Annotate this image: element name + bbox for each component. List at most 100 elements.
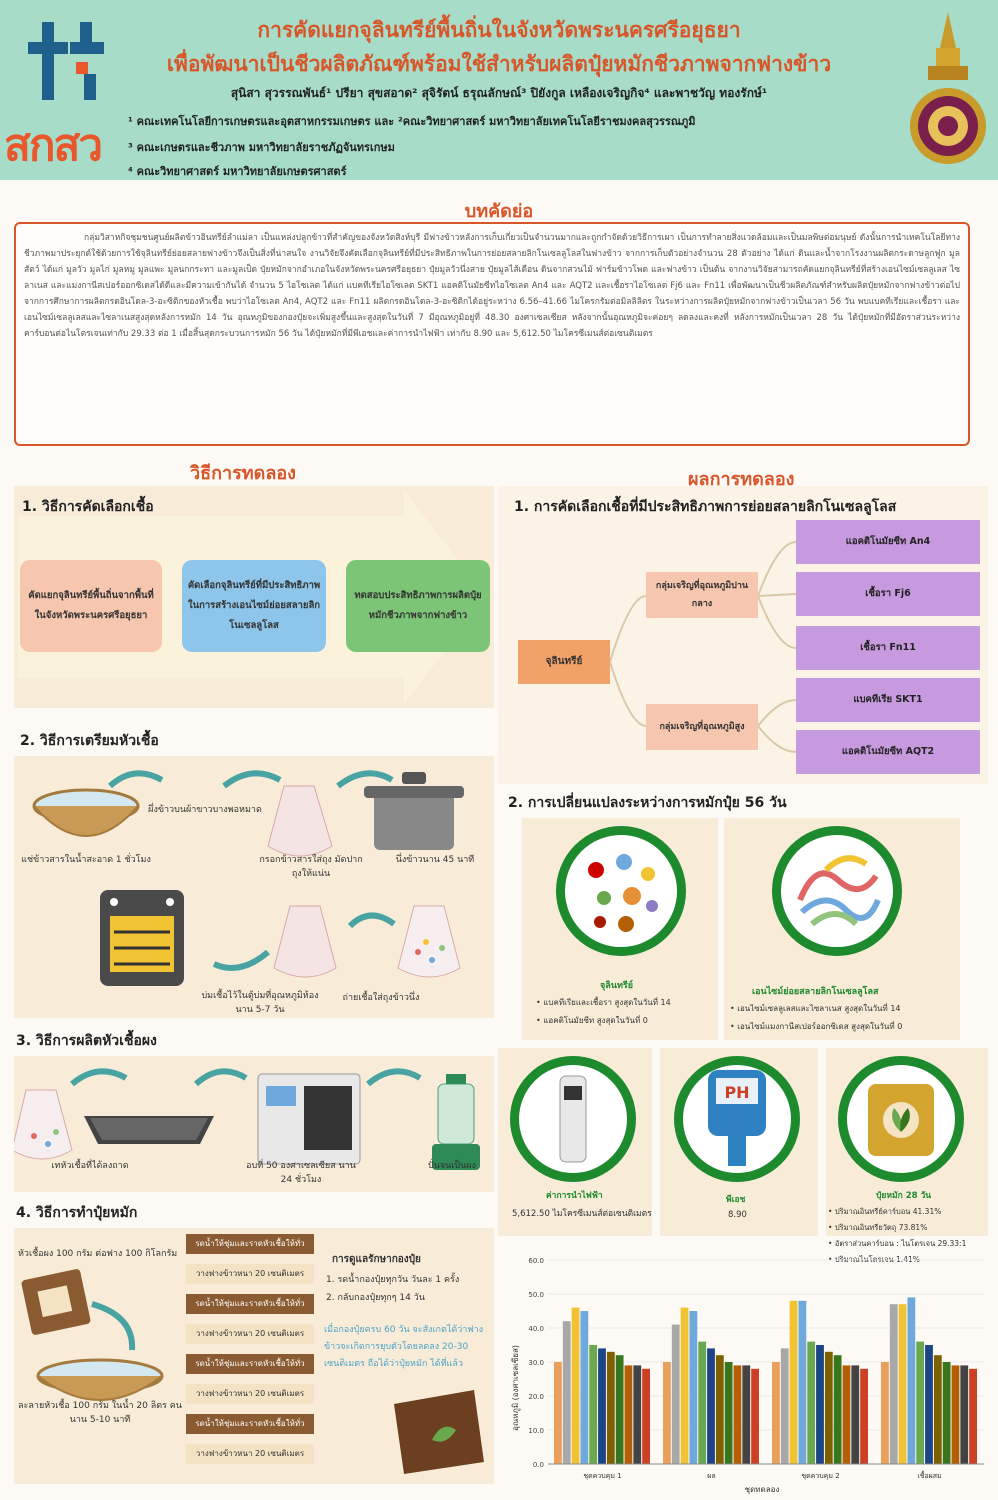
compost-layer: วางฟางข้าวหนา 20 เซนติเมตร <box>186 1384 314 1404</box>
chart-x-tick-label: เชื้อผสม <box>917 1469 941 1480</box>
inoculum-bag-icon <box>14 1089 73 1160</box>
ph-meter-icon: PH <box>708 1070 766 1166</box>
compost-layer: รดน้ำให้ชุ่มและราดหัวเชื้อให้ทั่ว <box>186 1234 314 1254</box>
arrow-icon <box>107 770 394 789</box>
compost-care-2: 2. กลับกองปุ๋ยทุกๆ 14 วัน <box>326 1293 425 1303</box>
method2-illustrations <box>32 770 464 986</box>
caption-incubate: บ่มเชื้อไว้ในตู้บ่มที่อุณหภูมิห้อง นาน 5… <box>201 991 319 1015</box>
ph-icon-text: PH <box>724 1083 749 1102</box>
caption-dissolve: ละลายหัวเชื้อ 100 กรัม ในน้ำ 20 ลิตร คนน… <box>18 1401 182 1425</box>
chart-x-tick-label: ชุดควบคุม 2 <box>801 1472 839 1480</box>
enzyme-bullet-1: • เอนไซม์เซลลูเลสและไซลาเนส สูงสุดในวันท… <box>730 1004 901 1013</box>
microbe-bullet-2-text: แอคติโนมัยซีท สูงสุดในวันที่ 0 <box>543 1016 648 1025</box>
caption-powder-ratio: หัวเชื้อผง 100 กรัม ต่อฟาง 100 กิโลกรัม <box>18 1249 178 1259</box>
chart-bar <box>969 1368 977 1464</box>
inoculated-bag-icon <box>273 905 461 978</box>
steamer-pot-icon <box>364 772 464 850</box>
microbe-bullet-2: • แอคติโนมัยซีท สูงสุดในวันที่ 0 <box>536 1016 648 1025</box>
chart-y-tick-label: 20.0 <box>528 1393 544 1401</box>
tree-leaf: แอคติโนมัยซีท AQT2 <box>796 730 980 774</box>
compost-care-title: การดูแลรักษากองปุ๋ย <box>332 1254 421 1265</box>
university-seal-icon <box>910 12 986 164</box>
result1-title: 1. การคัดเลือกเชื้อที่มีประสิทธิภาพการย่… <box>514 499 897 515</box>
chart-bar <box>615 1355 624 1464</box>
method4-illustrations <box>21 1269 164 1401</box>
water-basin-icon <box>36 1358 164 1401</box>
baking-tray-icon <box>84 1116 214 1144</box>
microbe-circle <box>556 826 686 956</box>
compost-label: ปุ๋ยหมัก 28 วัน <box>876 1191 932 1201</box>
chart-bar <box>824 1351 833 1464</box>
chart-bar <box>663 1362 671 1464</box>
chart-bar <box>816 1345 824 1464</box>
microbe-bullet-1: • แบคทีเรียและเชื้อรา สูงสุดในวันที่ 14 <box>536 998 671 1007</box>
microorganism-cluster-icon <box>588 854 658 932</box>
chart-bar <box>860 1368 868 1464</box>
chart-y-tick-label: 60.0 <box>528 1257 544 1265</box>
method4-title: 4. วิธีการทำปุ๋ยหมัก <box>16 1205 138 1221</box>
chart-bar <box>907 1297 916 1464</box>
method1-title: 1. วิธีการคัดเลือกเชื้อ <box>22 499 154 515</box>
enzyme-bullet-2: • เอนไซม์แมงกานีสเปอร์ออกซิเดส สูงสุดในว… <box>730 1022 903 1031</box>
tree-leaf: เชื้อรา Fn11 <box>796 626 980 670</box>
chart-bar <box>881 1362 889 1464</box>
enzyme-protein-structure-icon <box>797 855 881 927</box>
tree-group-thermophilic: กลุ่มเจริญที่อุณหภูมิสูง <box>646 704 758 750</box>
chart-bar <box>571 1307 580 1464</box>
author-list: สุนิสา สุวรรณพันธ์¹ ปรียา สุขสอาด² สุจิร… <box>230 86 768 100</box>
compost-circle <box>838 1056 964 1182</box>
chart-bar <box>589 1345 598 1464</box>
chart-y-tick-label: 50.0 <box>528 1291 544 1299</box>
affiliation-2: ³ คณะเกษตรและชีวภาพ มหาวิทยาลัยราชภัฏจัน… <box>128 141 395 154</box>
chart-bar <box>624 1365 633 1464</box>
chart-bar <box>707 1348 715 1464</box>
compost-bullet-text: ปริมาณอินทรียวัตถุ 73.81% <box>834 1223 928 1232</box>
method3-illustrations <box>14 1068 480 1170</box>
tree-root-microbes: จุลินทรีย์ <box>518 640 610 684</box>
chart-bar <box>715 1355 724 1464</box>
chart-x-axis-label: ชุดทดลอง <box>745 1485 780 1494</box>
arrow-icon <box>70 1068 422 1087</box>
method1-step-3: ทดสอบประสิทธิภาพการผลิตปุ๋ยหมักชีวภาพจาก… <box>346 560 490 652</box>
ec-meter-icon <box>559 1075 587 1163</box>
chart-y-axis-label: อุณหภูมิ (องศาเซลเซียส) <box>511 1345 521 1431</box>
chart-bar <box>851 1365 860 1464</box>
chart-bar <box>733 1365 742 1464</box>
incubator-icon <box>100 890 184 986</box>
chart-bar <box>772 1362 780 1464</box>
inoculum-powder-pack-icon <box>21 1269 91 1335</box>
compost-care-1: 1. รดน้ำกองปุ๋ยทุกวัน วันละ 1 ครั้ง <box>326 1275 460 1285</box>
chart-bar <box>724 1362 733 1464</box>
abstract-box: กลุ่มวิสาหกิจชุมชนศูนย์ผลิตข้าวอินทรีย์ล… <box>14 222 970 446</box>
chart-x-tick-label: ชุดควบคุม 1 <box>583 1472 621 1480</box>
chart-bar <box>698 1341 707 1464</box>
affiliation-3: ⁴ คณะวิทยาศาสตร์ มหาวิทยาลัยเกษตรศาสตร์ <box>128 165 347 178</box>
tree-leaf: แอคติโนมัยซีท An4 <box>796 520 980 564</box>
compost-layer: วางฟางข้าวหนา 20 เซนติเมตร <box>186 1264 314 1284</box>
ec-value: 5,612.50 ไมโครซีเมนส์ต่อเซนติเมตร <box>512 1209 652 1219</box>
chart-y-tick-label: 40.0 <box>528 1325 544 1333</box>
rice-basket-icon <box>32 788 140 837</box>
enzyme-bullet-2-text: เอนไซม์แมงกานีสเปอร์ออกซิเดส สูงสุดในวัน… <box>737 1022 903 1031</box>
chart-bar <box>942 1362 951 1464</box>
compost-bullet-text: ปริมาณอินทรีย์คาร์บอน 41.31% <box>834 1207 942 1216</box>
caption-drain-rice: ผึ่งข้าวบนผ้าขาวบางพอหมาด <box>148 805 262 815</box>
compost-bullet: • ปริมาณอินทรีย์คาร์บอน 41.31% <box>828 1207 942 1216</box>
caption-steam-rice: นึ่งข้าวนาน 45 นาที <box>395 855 475 865</box>
tree-leaf: เชื้อรา Fj6 <box>796 572 980 616</box>
method3-title: 3. วิธีการผลิตหัวเชื้อผง <box>16 1033 157 1049</box>
chart-bar <box>889 1304 898 1464</box>
methods-heading: วิธีการทดลอง <box>190 463 296 484</box>
caption-blend: ปั่นจนเป็นผง <box>428 1161 476 1171</box>
compost-layer: วางฟางข้าวหนา 20 เซนติเมตร <box>186 1444 314 1464</box>
compost-bullet: • อัตราส่วนคาร์บอน : ไนโตรเจน 29.33:1 <box>828 1239 967 1248</box>
abstract-text: กลุ่มวิสาหกิจชุมชนศูนย์ผลิตข้าวอินทรีย์ล… <box>24 233 960 339</box>
chart-bar <box>606 1351 615 1464</box>
chart-bar <box>833 1355 842 1464</box>
chart-bar <box>642 1368 650 1464</box>
chart-bar <box>742 1365 751 1464</box>
chart-bar <box>689 1311 698 1464</box>
tsri-logo-icon <box>28 22 104 100</box>
chart-bar <box>780 1348 789 1464</box>
compost-bullet: • ปริมาณอินทรียวัตถุ 73.81% <box>828 1223 928 1232</box>
